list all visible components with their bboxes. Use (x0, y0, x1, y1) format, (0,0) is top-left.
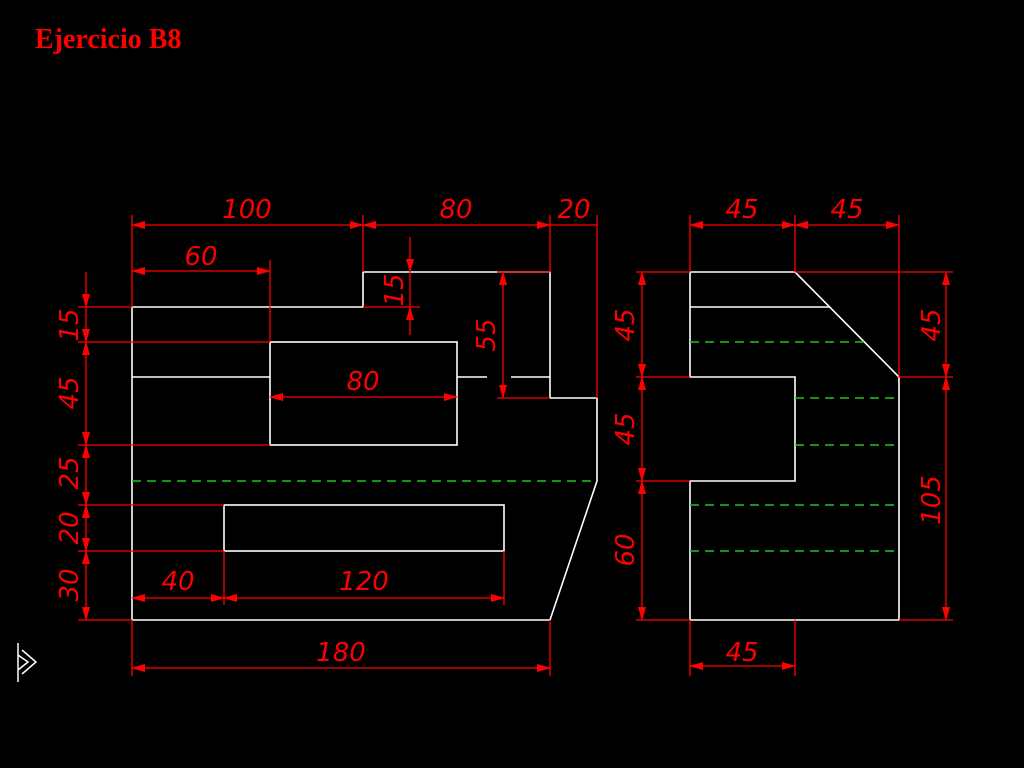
dim-text-80-window: 80 (346, 367, 379, 397)
front-dimensions: 100 80 20 60 15 55 80 15 (55, 195, 598, 676)
dim-text-80-top: 80 (439, 195, 472, 225)
dim-text-180: 180 (316, 638, 366, 668)
dim-text-100: 100 (222, 195, 272, 225)
dim-text-45-side-top-left: 45 (725, 195, 758, 225)
dim-text-45-side-right: 45 (917, 308, 947, 341)
dim-text-40: 40 (161, 567, 194, 597)
side-view (689, 271, 900, 621)
page-title: Ejercicio B8 (35, 24, 182, 55)
next-arrow-icon[interactable] (17, 643, 38, 682)
dim-text-120: 120 (339, 567, 389, 597)
dim-text-45-side-left-2: 45 (611, 412, 641, 445)
dim-text-45-side-bottom: 45 (725, 638, 758, 668)
dim-text-15-step: 15 (380, 273, 410, 306)
dim-text-60: 60 (184, 242, 217, 272)
dim-text-45-left: 45 (55, 376, 85, 409)
dim-text-60-side-left: 60 (611, 533, 641, 566)
dim-text-55: 55 (472, 318, 502, 351)
side-dimensions: 45 45 45 45 60 45 105 45 (611, 195, 953, 676)
dim-text-30-left: 30 (55, 568, 85, 601)
front-view (131, 271, 598, 621)
front-outline (131, 271, 598, 621)
dim-text-15-left: 15 (55, 308, 85, 341)
dim-text-25-left: 25 (55, 456, 85, 489)
dim-text-20-left: 20 (55, 511, 85, 544)
front-slot (223, 504, 505, 552)
dim-text-105-side-right: 105 (917, 475, 947, 525)
dim-text-20-top: 20 (557, 195, 590, 225)
side-outline (689, 271, 900, 621)
dim-text-45-side-top-right: 45 (830, 195, 863, 225)
dim-text-45-side-left-1: 45 (611, 308, 641, 341)
